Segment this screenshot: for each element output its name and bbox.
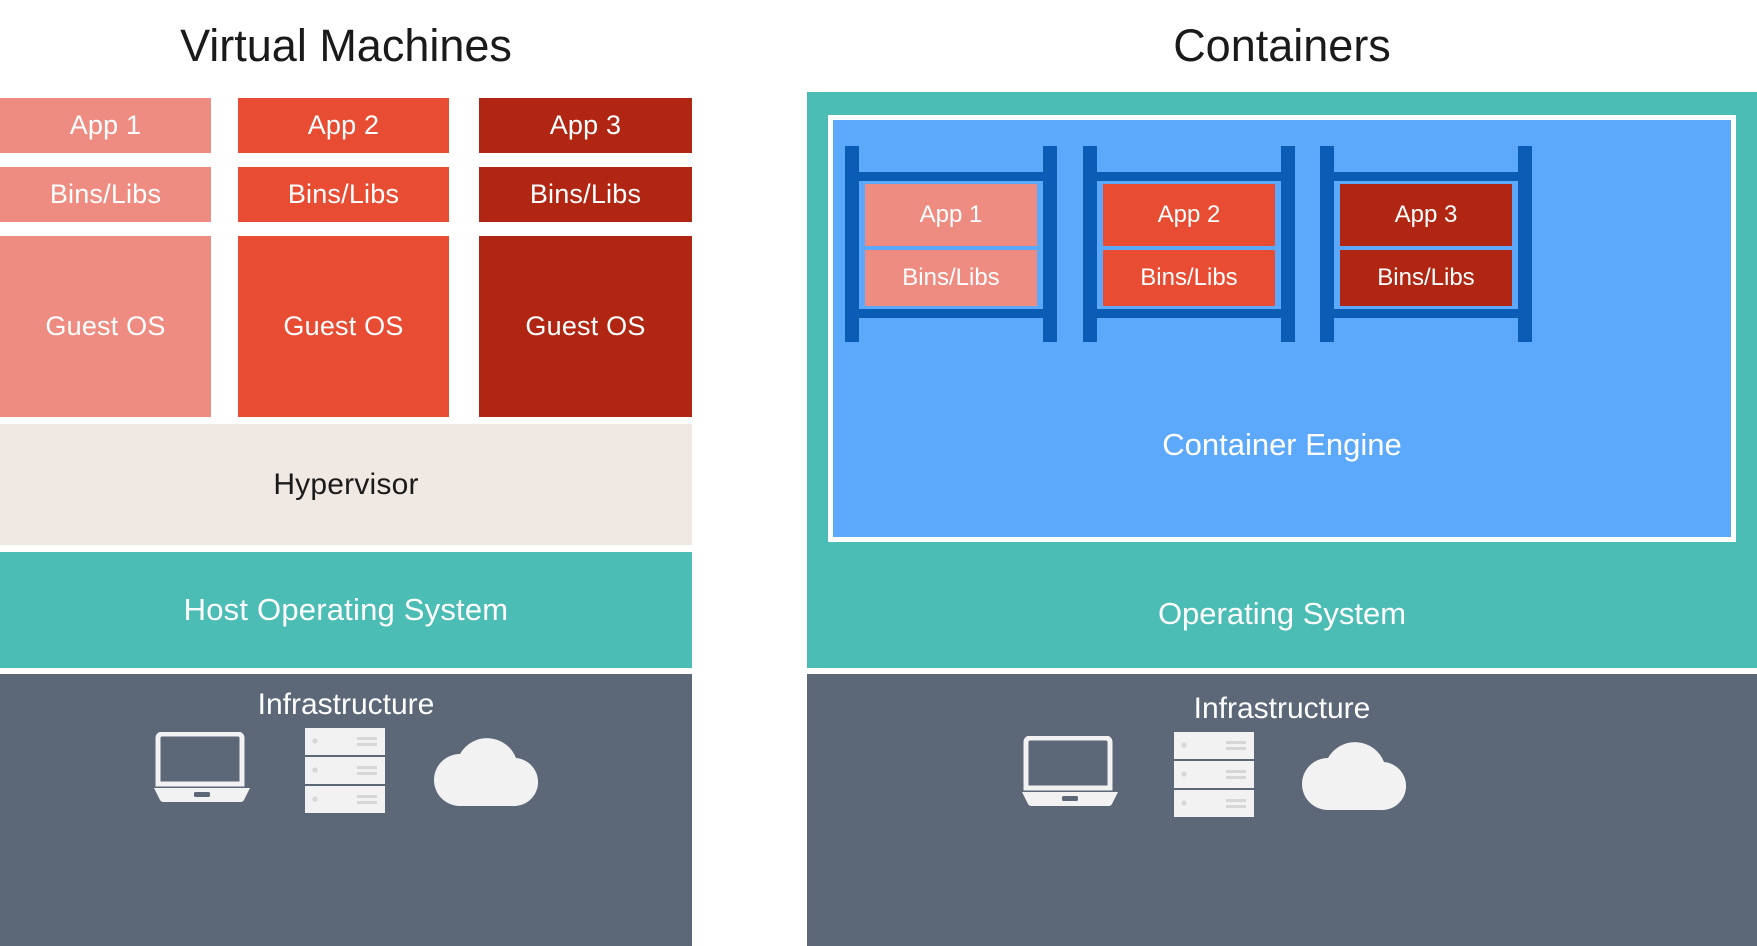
infrastructure-label-right: Infrastructure (1193, 692, 1371, 725)
container-engine-label: Container Engine (1162, 427, 1402, 462)
rack-post-right (1281, 146, 1295, 342)
server-rack-icon (305, 728, 385, 814)
rack-post-right (1518, 146, 1532, 342)
rack-shelf-bottom (1093, 309, 1285, 318)
container-3-bins-block: Bins/Libs (1340, 250, 1512, 306)
infrastructure-label-left: Infrastructure (257, 688, 435, 721)
rack-shelf-top (855, 172, 1047, 181)
laptop-icon (1020, 736, 1120, 808)
container-rack-3: App 3 Bins/Libs (1320, 146, 1532, 342)
cloud-icon (430, 738, 546, 808)
container-rack-2: App 2 Bins/Libs (1083, 146, 1295, 342)
rack-post-left (1320, 146, 1334, 342)
rack-shelf-top (1330, 172, 1522, 181)
vm-2-guest-os-block: Guest OS (238, 236, 449, 417)
vm-3-app-block: App 3 (479, 98, 692, 153)
vm-2-bins-block: Bins/Libs (238, 167, 449, 222)
rack-post-right (1043, 146, 1057, 342)
laptop-icon (152, 732, 252, 804)
rack-shelf-bottom (855, 309, 1047, 318)
server-rack-icon (1174, 732, 1254, 818)
infrastructure-block-right (807, 674, 1757, 946)
container-3-app-block: App 3 (1340, 184, 1512, 246)
hypervisor-block: Hypervisor (0, 424, 692, 545)
host-operating-system-block: Host Operating System (0, 552, 692, 668)
container-1-app-block: App 1 (865, 184, 1037, 246)
rack-post-left (845, 146, 859, 342)
vm-1-app-block: App 1 (0, 98, 211, 153)
container-1-bins-block: Bins/Libs (865, 250, 1037, 306)
rack-shelf-top (1093, 172, 1285, 181)
rack-post-left (1083, 146, 1097, 342)
vm-1-bins-block: Bins/Libs (0, 167, 211, 222)
cloud-icon (1298, 742, 1414, 812)
container-2-app-block: App 2 (1103, 184, 1275, 246)
container-2-bins-block: Bins/Libs (1103, 250, 1275, 306)
page-title-containers: Containers (1173, 20, 1391, 71)
operating-system-label-right: Operating System (1157, 596, 1407, 631)
container-rack-1: App 1 Bins/Libs (845, 146, 1057, 342)
vm-3-bins-block: Bins/Libs (479, 167, 692, 222)
rack-shelf-bottom (1330, 309, 1522, 318)
vm-2-app-block: App 2 (238, 98, 449, 153)
vm-1-guest-os-block: Guest OS (0, 236, 211, 417)
page-title-virtual-machines: Virtual Machines (180, 20, 512, 71)
vm-3-guest-os-block: Guest OS (479, 236, 692, 417)
